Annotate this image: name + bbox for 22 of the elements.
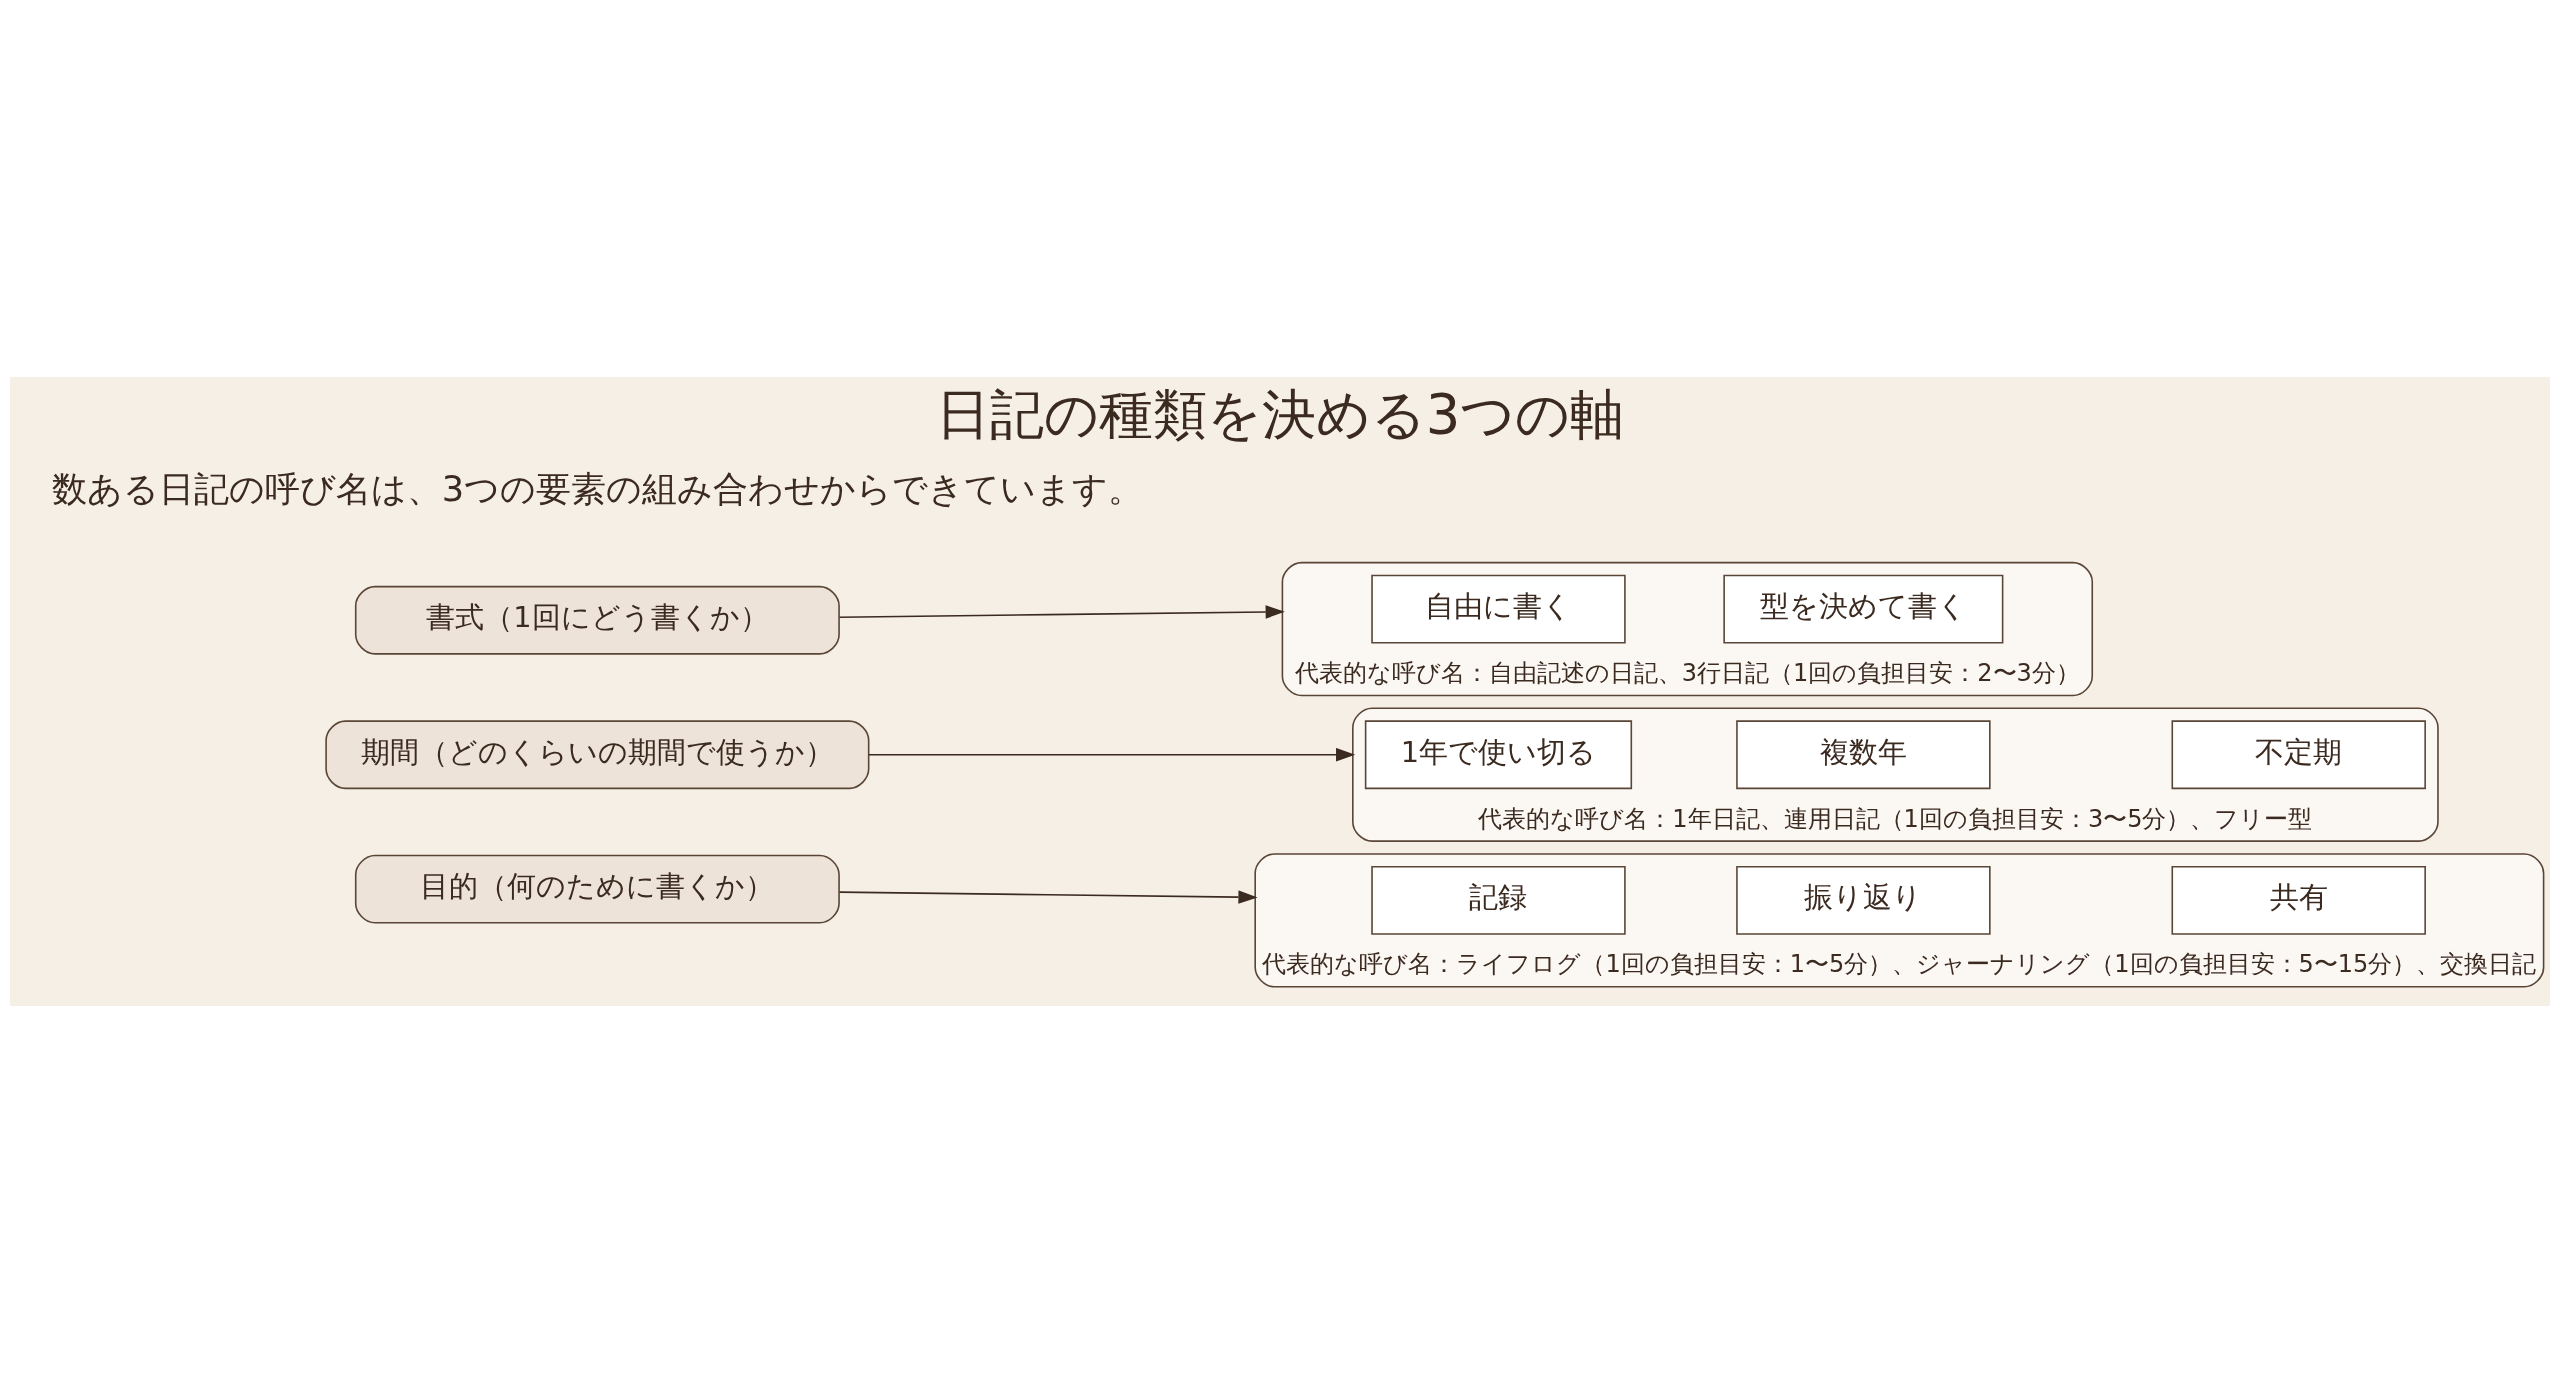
- arrow: [838, 604, 1285, 619]
- node-box: 自由に書く: [1371, 574, 1626, 643]
- node-label: 代表的な呼び名：1年日記、連用日記（1回の負担目安：3〜5分）、フリー型: [1478, 804, 2313, 833]
- label: 数ある日記の呼び名は、3つの要素の組み合わせからできています。: [51, 467, 1144, 509]
- node-box: 不定期: [2171, 719, 2426, 789]
- arrow: [868, 747, 1356, 761]
- cluster: [1254, 852, 2545, 988]
- node-box: 1年で使い切る: [1364, 719, 1633, 789]
- cluster: [1281, 561, 2094, 696]
- node-label: 代表的な呼び名：ライフログ（1回の負担目安：1〜5分）、ジャーナリング（1回の負担目安：5〜15分）、交換日記: [1262, 949, 2537, 978]
- node-box: 記録: [1371, 865, 1626, 935]
- arrow: [838, 889, 1258, 904]
- node-label: 代表的な呼び名：自由記述の日記、3行日記（1回の負担目安：2〜3分）: [1294, 658, 2080, 687]
- node-box: 型を決めて書く: [1723, 574, 2004, 643]
- node-box: 目的（何のために書くか）: [354, 854, 840, 924]
- node-box: 書式（1回にどう書くか）: [354, 585, 840, 655]
- node-box: 複数年: [1736, 719, 1991, 789]
- cluster: [1352, 707, 2439, 842]
- node-box: 振り返り: [1736, 865, 1991, 935]
- node-box: 期間（どのくらいの期間で使うか）: [325, 719, 870, 789]
- node-box: 共有: [2171, 865, 2426, 935]
- diagram-title: 日記の種類を決める3つの軸: [935, 381, 1625, 446]
